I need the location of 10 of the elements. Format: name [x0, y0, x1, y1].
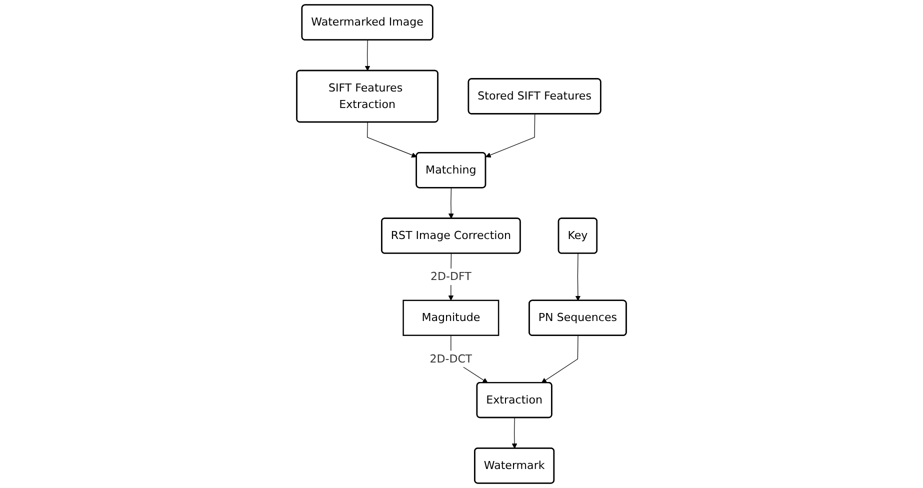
node-box: Magnitude	[402, 300, 500, 336]
arrow	[366, 122, 417, 158]
arrow	[364, 40, 370, 72]
arrow	[541, 335, 578, 384]
arrow	[512, 418, 518, 449]
arrow	[486, 114, 536, 158]
edge-label: 2D-DCT	[430, 352, 472, 366]
edge-label: 2D-DFT	[430, 270, 472, 284]
arrow	[575, 253, 581, 301]
arrow	[448, 188, 454, 219]
